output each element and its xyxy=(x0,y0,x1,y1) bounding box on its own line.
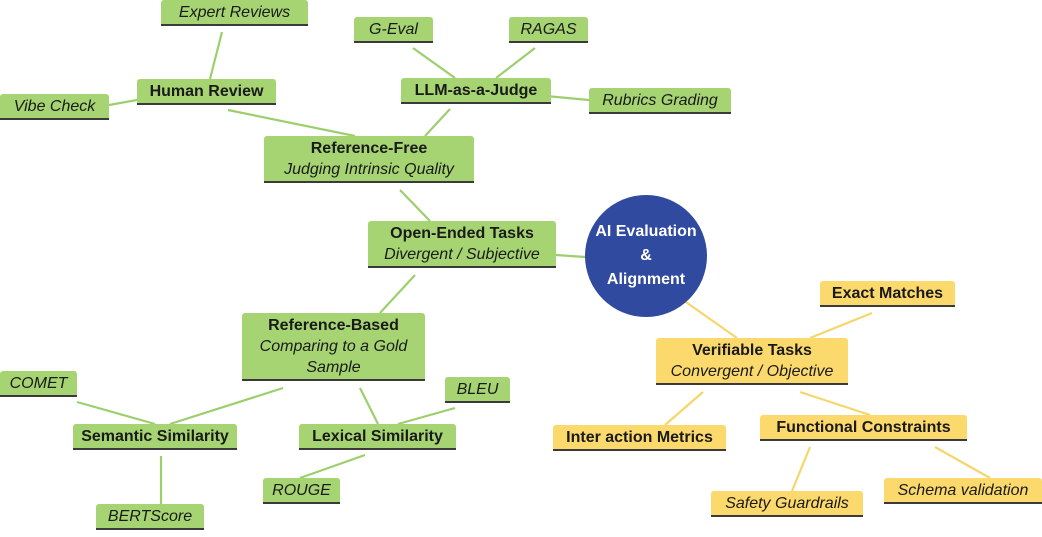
node-label: RAGAS xyxy=(520,21,577,38)
node-label: BLEU xyxy=(456,381,499,398)
node-label: G-Eval xyxy=(369,21,418,38)
node-title: Functional Constraints xyxy=(776,419,951,436)
root-line-2: & xyxy=(640,247,652,264)
node-label: ROUGE xyxy=(272,482,331,499)
edge-lexical-to-bleu xyxy=(397,406,456,426)
node-label: Expert Reviews xyxy=(178,4,291,21)
edge-reference-free-to-llm-judge xyxy=(424,108,451,137)
node-title: Verifiable Tasks xyxy=(692,342,812,359)
ragas-node: RAGAS xyxy=(509,17,588,43)
edge-verifiable-to-exact-matches xyxy=(809,311,873,340)
bleu-node: BLEU xyxy=(445,377,510,403)
edge-open-ended-to-reference-free xyxy=(399,189,431,222)
edge-reference-based-to-semantic xyxy=(169,386,284,426)
edge-verifiable-to-functional xyxy=(799,390,871,417)
node-title: Lexical Similarity xyxy=(312,428,443,445)
human-review-node: Human Review xyxy=(137,79,276,105)
node-label: Schema validation xyxy=(897,482,1029,499)
edge-llm-judge-to-rubrics xyxy=(545,94,590,102)
node-title: Reference-Based xyxy=(268,317,399,334)
node-title: LLM-as-a-Judge xyxy=(414,82,538,99)
rubrics-grading-node: Rubrics Grading xyxy=(589,88,731,114)
node-title: Open-Ended Tasks xyxy=(390,225,534,242)
node-label: Safety Guardrails xyxy=(725,495,849,512)
edge-llm-judge-to-ragas xyxy=(495,47,536,79)
schema-validation-node: Schema validation xyxy=(884,478,1042,504)
root-node: AI Evaluation & Alignment xyxy=(585,195,707,317)
rouge-node: ROUGE xyxy=(263,478,340,504)
open-ended-tasks-node: Open-Ended Tasks Divergent / Subjective xyxy=(368,221,556,268)
edge-root-to-verifiable xyxy=(682,299,738,339)
root-line-1: AI Evaluation xyxy=(595,223,697,240)
edge-human-review-to-expert-reviews xyxy=(208,31,224,80)
edge-lexical-to-rouge xyxy=(299,453,366,480)
functional-constraints-node: Functional Constraints xyxy=(760,415,967,441)
edge-open-ended-to-reference-based xyxy=(379,274,416,314)
node-subtitle: Divergent / Subjective xyxy=(384,246,540,263)
edge-verifiable-to-interaction xyxy=(664,391,704,426)
g-eval-node: G-Eval xyxy=(354,17,433,43)
node-title: Exact Matches xyxy=(831,285,944,302)
reference-free-node: Reference-Free Judging Intrinsic Quality xyxy=(264,136,474,183)
node-title: Reference-Free xyxy=(310,140,428,157)
interaction-metrics-node: Inter action Metrics xyxy=(553,425,726,451)
vibe-check-node: Vibe Check xyxy=(0,94,109,120)
node-title: Human Review xyxy=(149,83,264,100)
node-subtitle: Judging Intrinsic Quality xyxy=(284,161,454,178)
node-label: Rubrics Grading xyxy=(602,92,718,109)
edge-reference-free-to-human-review xyxy=(227,108,356,138)
edge-reference-based-to-lexical xyxy=(359,387,379,425)
node-subtitle: Comparing to a Gold Sample xyxy=(259,338,408,376)
expert-reviews-node: Expert Reviews xyxy=(161,0,308,26)
node-title: Inter action Metrics xyxy=(566,429,713,446)
root-line-3: Alignment xyxy=(606,271,686,288)
comet-node: COMET xyxy=(0,371,77,397)
node-label: COMET xyxy=(9,375,68,392)
reference-based-node: Reference-Based Comparing to a Gold Samp… xyxy=(242,313,425,381)
node-label: BERTScore xyxy=(107,508,193,525)
semantic-similarity-node: Semantic Similarity xyxy=(73,424,237,450)
node-title: Semantic Similarity xyxy=(81,428,229,445)
edge-llm-judge-to-g-eval xyxy=(412,47,456,79)
verifiable-tasks-node: Verifiable Tasks Convergent / Objective xyxy=(656,338,848,385)
edge-human-review-to-vibe-check xyxy=(108,98,138,107)
exact-matches-node: Exact Matches xyxy=(820,281,955,307)
safety-guardrails-node: Safety Guardrails xyxy=(711,491,863,517)
lexical-similarity-node: Lexical Similarity xyxy=(299,424,456,450)
llm-as-a-judge-node: LLM-as-a-Judge xyxy=(401,78,551,104)
edge-functional-to-safety xyxy=(790,446,812,492)
edge-semantic-to-comet xyxy=(76,400,156,426)
bertscore-node: BERTScore xyxy=(96,504,204,530)
node-subtitle: Convergent / Objective xyxy=(670,363,834,380)
node-label: Vibe Check xyxy=(13,98,96,115)
edge-functional-to-schema xyxy=(934,446,991,479)
